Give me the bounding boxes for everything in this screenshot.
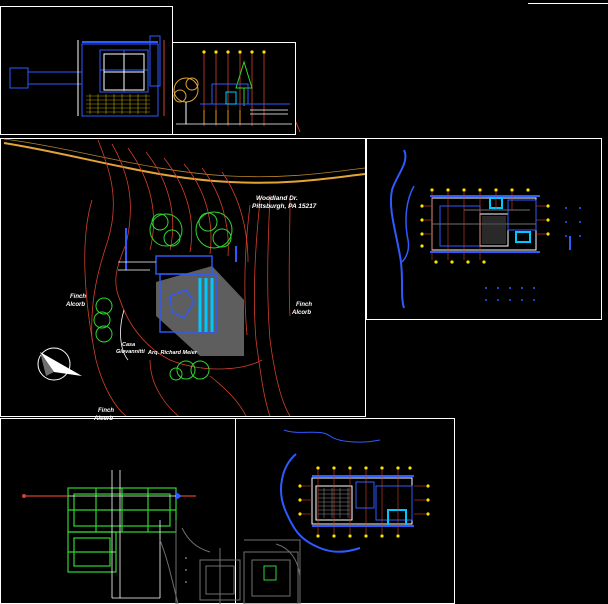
- column-grid-markers: [420, 188, 550, 264]
- column-grid-markers: [298, 466, 430, 538]
- floor-plan-walls: [311, 475, 414, 527]
- road-edge: [3, 142, 366, 184]
- label-south-1: Finch: [98, 408, 114, 414]
- sheet-elevation-1[interactable]: [0, 6, 173, 135]
- tree-icon: [93, 211, 233, 381]
- label-west-1: Finch: [70, 294, 86, 300]
- label-address: Pittsburgh, PA 15217: [252, 203, 317, 210]
- north-arrow-icon: [37, 347, 82, 381]
- tree-icon: [173, 77, 199, 124]
- structural-grid: [67, 487, 177, 573]
- label-east-1: Finch: [296, 302, 312, 308]
- sheet-site-plan[interactable]: Woodland Dr. Pittsburgh, PA 15217 Finch …: [0, 138, 366, 423]
- label-east-2: Alcorb: [291, 310, 311, 316]
- conifer-icon: [235, 60, 253, 106]
- label-house-1: Casa: [122, 342, 135, 348]
- label-west-2: Alcorb: [65, 302, 85, 308]
- underlay-plan: [159, 520, 301, 604]
- label-street: Woodland Dr.: [256, 195, 298, 202]
- contour-lines: [84, 139, 291, 417]
- sheet-floor-plan-2[interactable]: [235, 418, 455, 604]
- label-house-2: Giovannitti: [116, 349, 145, 355]
- sheet-elevation-2[interactable]: [172, 42, 301, 135]
- sheet-floor-plan-1[interactable]: [366, 138, 602, 320]
- house-footprint: [125, 228, 237, 333]
- label-architect: Arq. Richard Meier: [147, 350, 198, 356]
